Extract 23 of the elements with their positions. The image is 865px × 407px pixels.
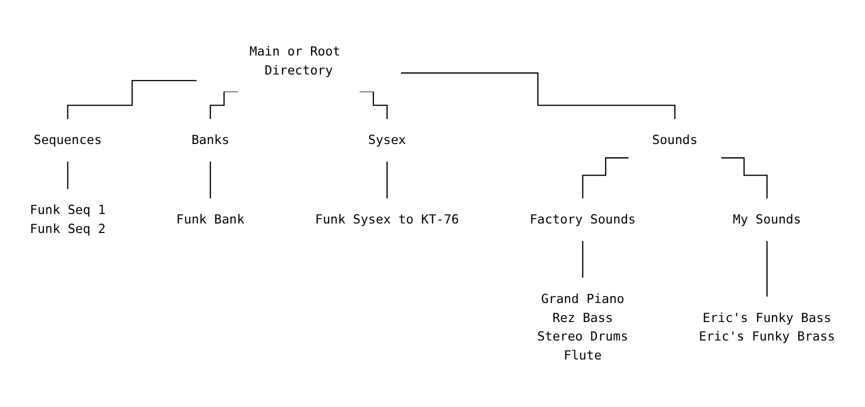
connector [582,157,629,199]
node-text: Grand Piano Rez Bass Stereo Drums Flute [537,291,628,363]
node-text: Eric's Funky Bass Eric's Funky Brass [698,310,836,344]
connector [400,72,676,120]
node-text: Funk Sysex to KT-76 [315,212,459,227]
node-text: Sysex [368,132,406,148]
connector [210,160,211,199]
connector [210,90,238,120]
connector [582,240,584,278]
node-text: Sequences [34,132,102,148]
node-text: My Sounds [732,212,802,227]
connector [721,157,768,199]
node-text: Factory Sounds [530,212,636,227]
connector [360,90,388,120]
node-text: Funk Seq 1 Funk Seq 2 [30,202,106,236]
node-text: Funk Bank [176,212,244,227]
node-text: Main or Root Directory [250,44,340,78]
connector [766,240,768,298]
node-text: Sounds [652,132,698,148]
connector [67,160,68,190]
connector [386,160,388,199]
connector [67,80,197,120]
node-text: Banks [191,132,230,148]
